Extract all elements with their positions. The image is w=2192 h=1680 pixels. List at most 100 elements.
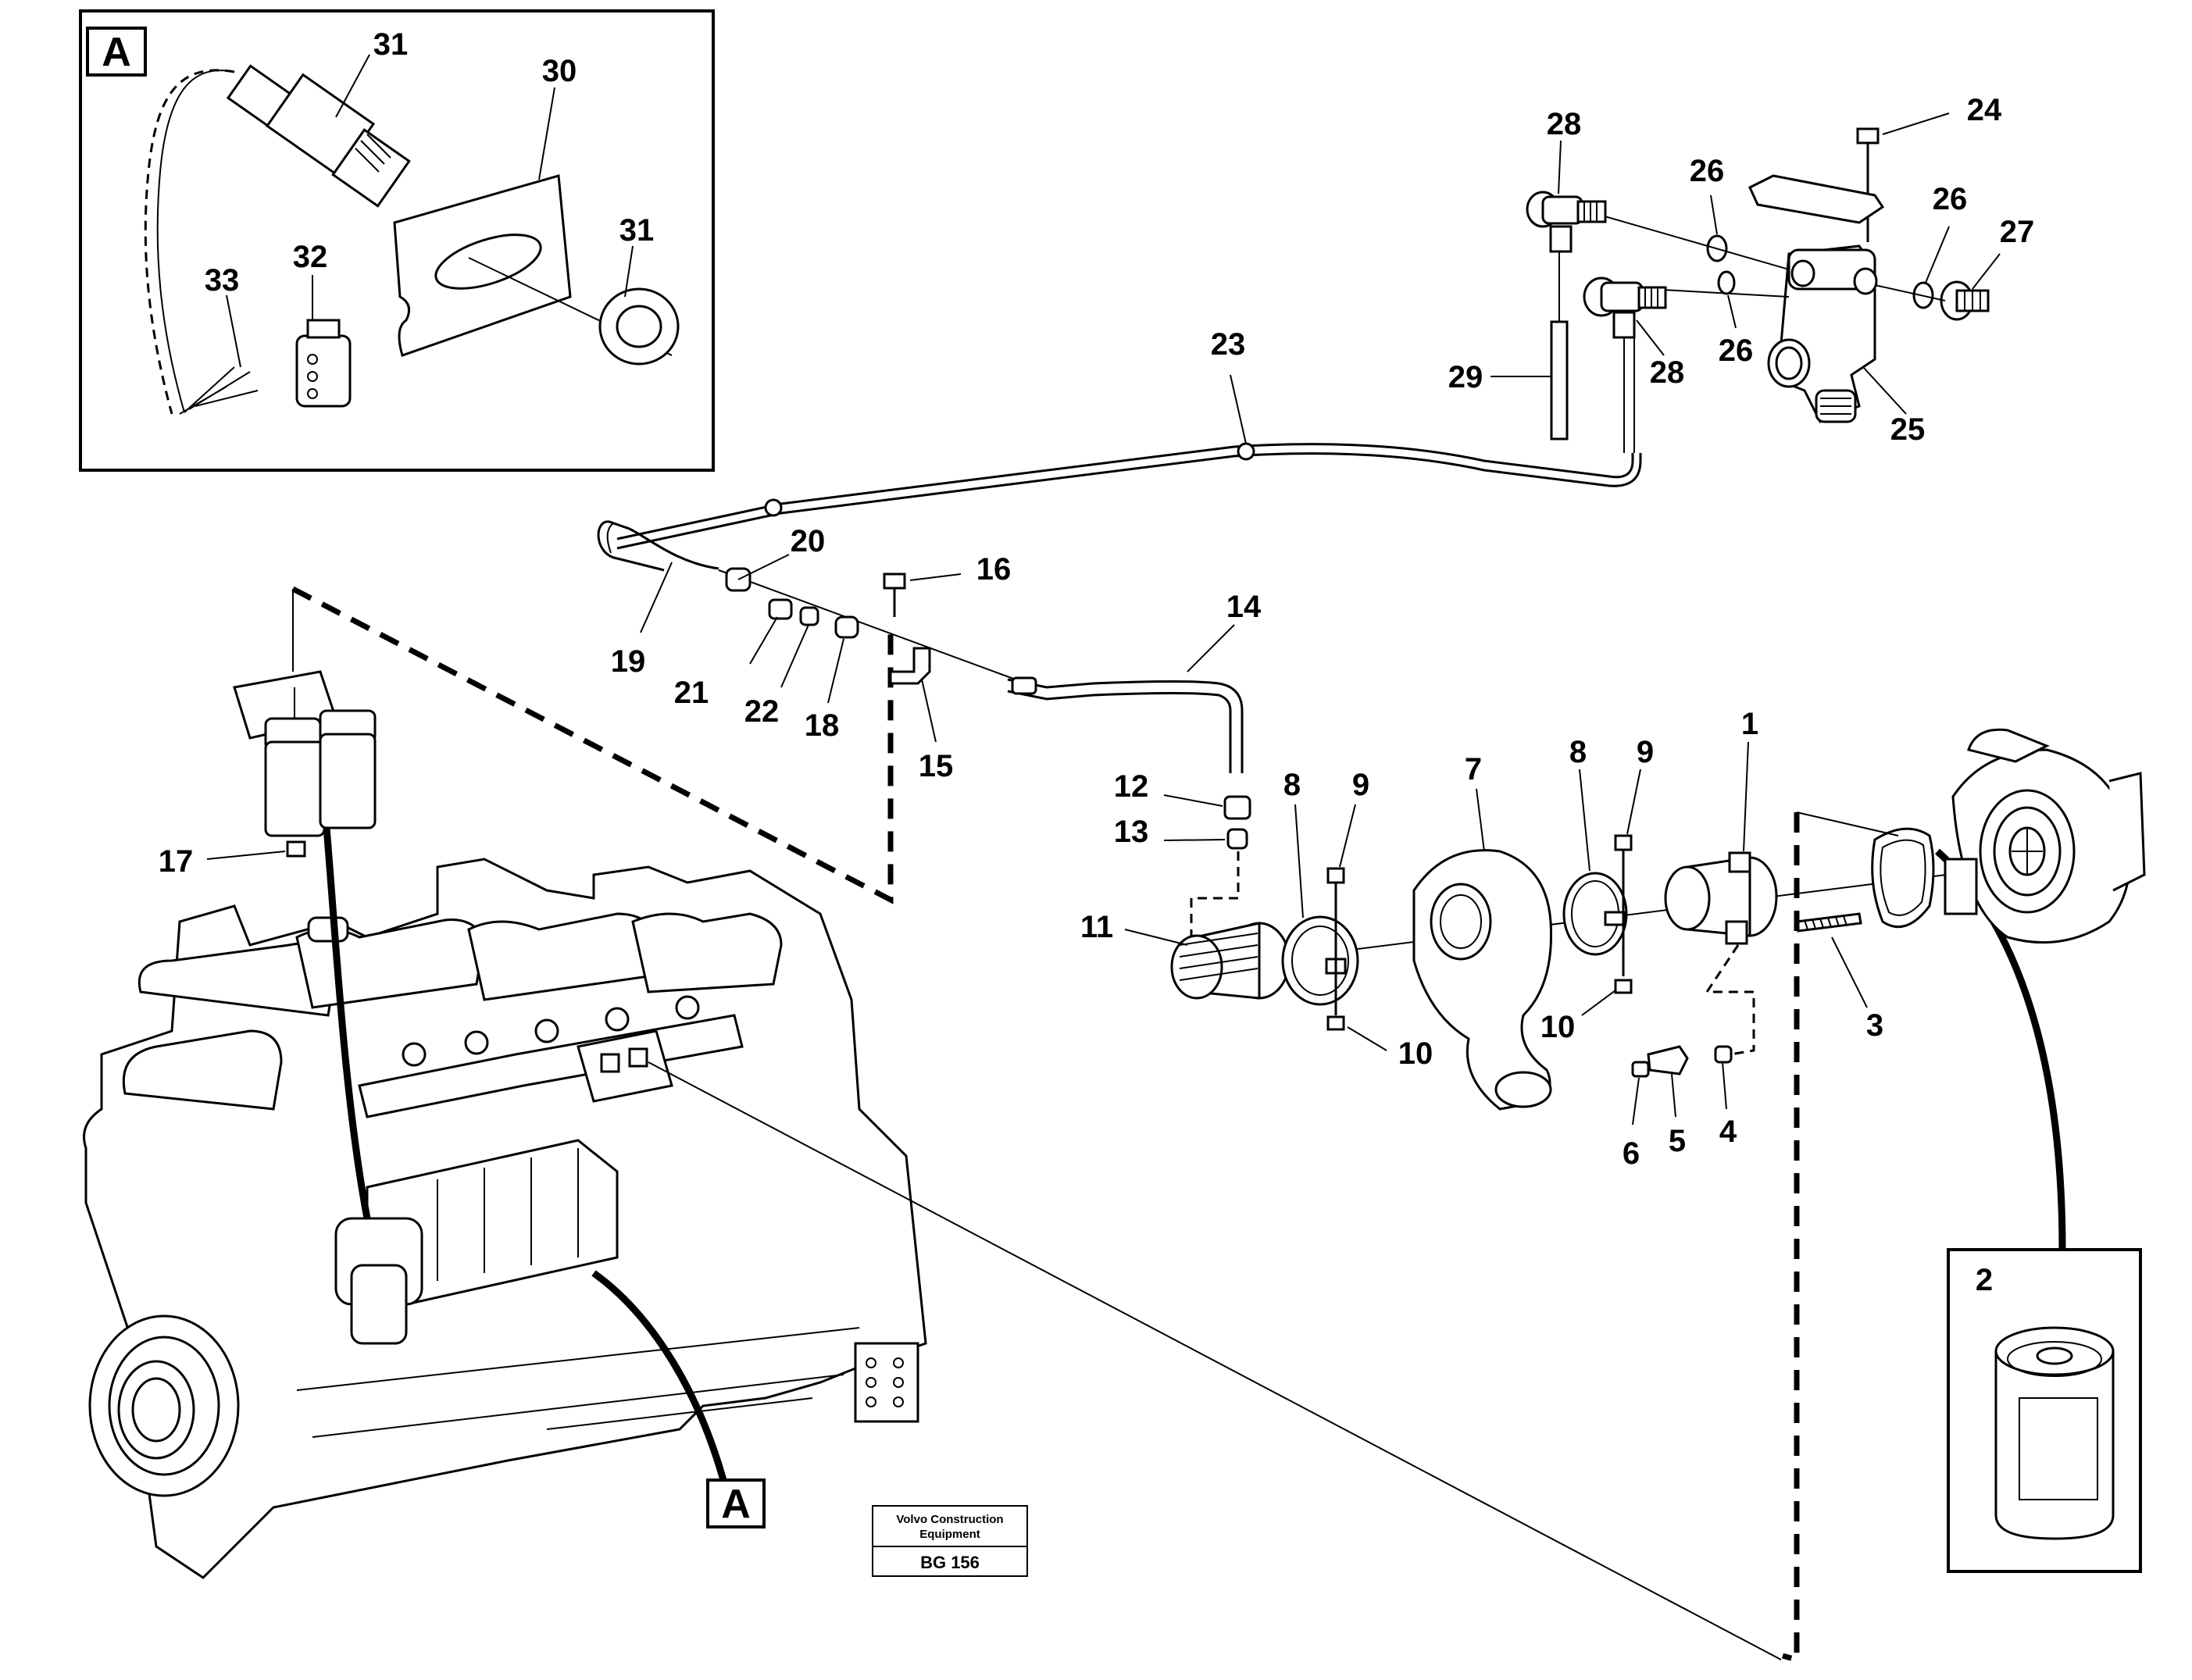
engine-block [83, 858, 927, 1579]
label-5: 5 [1669, 1124, 1686, 1158]
fitting-22 [799, 606, 819, 626]
label-8-right: 8 [1569, 735, 1587, 769]
turbocharger [1944, 728, 2146, 944]
label-20: 20 [791, 524, 826, 558]
stud-3 [1795, 912, 1862, 933]
bolt-9-left [1326, 867, 1345, 1015]
sensor-31 [226, 64, 411, 208]
label-22: 22 [744, 694, 780, 729]
adapter-1 [1664, 851, 1778, 945]
pipe-19-end [597, 520, 719, 572]
detail-box-a: A [79, 9, 715, 472]
heavy-line-a [591, 1270, 734, 1509]
manifold-flange [577, 1029, 673, 1103]
lock-plate-5 [1647, 1045, 1689, 1075]
nut-10-left [1326, 1015, 1345, 1031]
connector-32 [295, 319, 352, 408]
washer-26-mid [1717, 270, 1736, 295]
label-18: 18 [805, 708, 840, 743]
nut-17 [286, 840, 306, 858]
fuel-filter-bracket [233, 670, 377, 837]
oil-filter-2 [1994, 1326, 2115, 1540]
label-17: 17 [159, 844, 194, 879]
valve-25 [1767, 244, 1878, 423]
label-10-right: 10 [1540, 1010, 1576, 1044]
label-29: 29 [1448, 360, 1483, 394]
label-21: 21 [674, 676, 709, 710]
label-27: 27 [2000, 215, 2035, 249]
nut-12 [1223, 795, 1251, 820]
wire-ends-33 [179, 366, 259, 415]
elbow-fitting-28-top [1526, 191, 1607, 253]
stamp-company-line1: Volvo Construction [896, 1513, 1003, 1526]
bolt-24 [1856, 127, 1880, 242]
label-6: 6 [1623, 1136, 1640, 1171]
label-7: 7 [1465, 752, 1482, 786]
detail-box-a-marker: A [102, 30, 131, 75]
crank-pulley [88, 1314, 240, 1497]
fitting-13 [1226, 828, 1248, 850]
label-26-top: 26 [1690, 154, 1725, 188]
detail-a-marker: A [721, 1482, 751, 1527]
label-26-mid: 26 [1719, 334, 1754, 368]
nut-6 [1631, 1061, 1650, 1078]
stamp-code: BG 156 [920, 1553, 980, 1572]
equipment-stamp: Volvo Construction Equipment BG 156 [872, 1505, 1028, 1577]
tube-29 [1550, 320, 1569, 441]
label-10-left: 10 [1398, 1036, 1433, 1071]
valve-bracket [1748, 174, 1885, 224]
label-1: 1 [1741, 707, 1758, 741]
label-23: 23 [1211, 327, 1246, 362]
label-12: 12 [1114, 769, 1149, 804]
stamp-company-line2: Equipment [919, 1528, 980, 1541]
detail-a-marker-box [706, 1478, 766, 1528]
label-3: 3 [1866, 1008, 1883, 1043]
nut-10-right [1614, 979, 1633, 994]
plate-opening [434, 234, 542, 290]
label-9-left: 9 [1352, 768, 1369, 802]
label-24: 24 [1967, 93, 2002, 127]
label-33: 33 [205, 263, 240, 298]
clamp-8-left [1281, 915, 1359, 1006]
sensor-cable [144, 69, 235, 415]
bolt-9-right [1614, 834, 1633, 976]
label-14: 14 [1226, 590, 1262, 624]
dashed-frame-turbo [1782, 812, 1800, 1664]
bolt-16 [883, 572, 906, 617]
gasket [1871, 827, 1935, 929]
plug-27 [1940, 280, 1990, 321]
label-9-right: 9 [1637, 735, 1654, 769]
label-13: 13 [1114, 815, 1149, 849]
inlet-adapter-11 [1170, 922, 1291, 1000]
label-4: 4 [1719, 1115, 1737, 1149]
fitting-18 [834, 615, 859, 639]
bushing-4 [1714, 1045, 1733, 1064]
compressor-housing-7 [1412, 849, 1553, 1111]
bracket-15 [889, 647, 931, 685]
clamp-8-right [1562, 872, 1628, 956]
label-32: 32 [293, 240, 328, 274]
label-28-top: 28 [1547, 107, 1582, 141]
label-15: 15 [919, 749, 954, 783]
label-2: 2 [1976, 1263, 1993, 1297]
pipe-clip-23 [1237, 442, 1255, 461]
label-8-left: 8 [1283, 768, 1301, 802]
dashed-frame-filter [291, 586, 894, 904]
label-11: 11 [1080, 910, 1113, 944]
label-19: 19 [611, 644, 646, 679]
label-30: 30 [542, 54, 577, 88]
detail-box-2: 2 [1947, 1248, 2142, 1573]
nut-31 [598, 287, 680, 366]
label-16: 16 [976, 552, 1012, 587]
label-25: 25 [1890, 412, 1926, 447]
pipe-14 [1007, 678, 1244, 773]
label-31-top: 31 [373, 27, 409, 62]
heavy-line-filter [323, 827, 371, 1219]
label-26-right: 26 [1933, 182, 1968, 216]
label-28-mid: 28 [1650, 355, 1685, 390]
pipe-23 [616, 452, 1642, 550]
label-31-nut: 31 [619, 213, 655, 248]
elbow-fitting-28-mid [1583, 276, 1667, 339]
fitting-21 [768, 598, 793, 620]
